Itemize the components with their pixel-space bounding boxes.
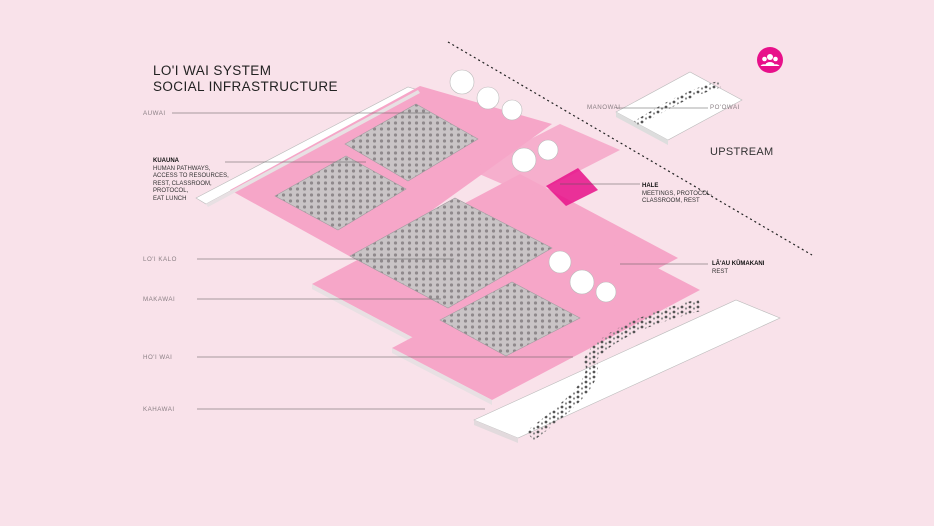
annotation-hale: HALE MEETINGS, PROTOCOL, CLASSROOM, REST bbox=[642, 183, 712, 206]
la-au-title: LĀ'AU KŪMAKANI bbox=[712, 261, 764, 269]
hale-line: CLASSROOM, REST bbox=[642, 198, 712, 206]
la-au-line: REST bbox=[712, 269, 764, 277]
kuauna-line: HUMAN PATHWAYS, bbox=[153, 166, 229, 174]
kuauna-line: EAT LUNCH bbox=[153, 196, 229, 204]
inset-label-poowai: PO'OWAI bbox=[710, 104, 740, 111]
layer-label-loi-kalo: LO'I KALO bbox=[143, 256, 177, 263]
community-people-icon bbox=[757, 47, 783, 73]
inset-label-manowai: MANOWAI bbox=[587, 104, 621, 111]
layer-label-hoi-wai: HO'I WAI bbox=[143, 354, 172, 361]
upstream-label: UPSTREAM bbox=[710, 146, 774, 158]
annotation-kuauna: KUAUNA HUMAN PATHWAYS, ACCESS TO RESOURC… bbox=[153, 158, 229, 204]
title-line-2: SOCIAL INFRASTRUCTURE bbox=[153, 79, 338, 95]
kuauna-title: KUAUNA bbox=[153, 158, 229, 166]
diagram-title: LO'I WAI SYSTEM SOCIAL INFRASTRUCTURE bbox=[153, 63, 338, 95]
hale-title: HALE bbox=[642, 183, 712, 191]
layer-label-makawai: MAKAWAI bbox=[143, 296, 175, 303]
layer-label-kahawai: KAHAWAI bbox=[143, 406, 175, 413]
layer-label-auwai: AUWAI bbox=[143, 110, 166, 117]
title-line-1: LO'I WAI SYSTEM bbox=[153, 63, 338, 79]
kuauna-line: REST, CLASSROOM, bbox=[153, 181, 229, 189]
kuauna-line: ACCESS TO RESOURCES, bbox=[153, 173, 229, 181]
hale-line: MEETINGS, PROTOCOL, bbox=[642, 191, 712, 199]
annotation-la-au-kumakani: LĀ'AU KŪMAKANI REST bbox=[712, 261, 764, 276]
kuauna-line: PROTOCOL, bbox=[153, 188, 229, 196]
